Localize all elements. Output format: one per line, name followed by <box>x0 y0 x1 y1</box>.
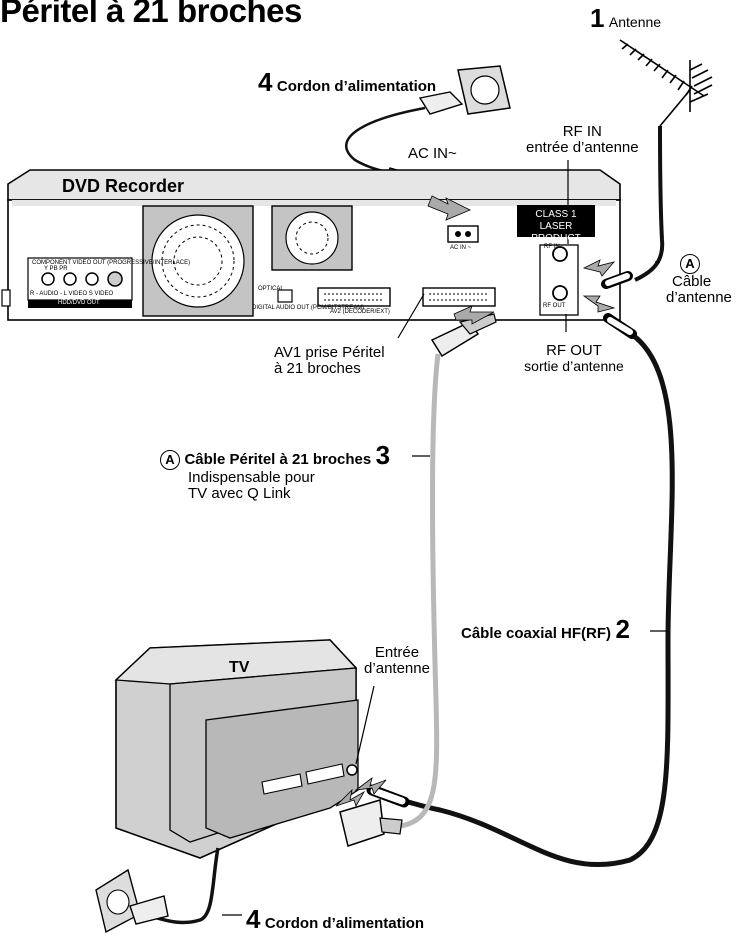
tv-input-line2: d’antenne <box>364 659 430 677</box>
scart-cable-label: A Câble Péritel à 21 broches 3 <box>160 440 391 470</box>
rf-out-title: RF OUT <box>546 342 602 359</box>
coax-cable-title: Câble coaxial HF(RF) <box>461 625 612 642</box>
rf-in-title: RF IN <box>562 123 602 140</box>
tv-antenna-jack <box>346 764 358 776</box>
tv-scart-socket-right <box>305 763 345 785</box>
scart-cable-note: Indispensable pour TV avec Q Link <box>188 470 315 502</box>
antenna-cable-marker: A <box>680 254 700 274</box>
laser-sticker: CLASS 1 LASER PRODUCT <box>517 205 595 244</box>
sticker-line1: CLASS 1 <box>535 209 577 220</box>
power-bottom-label-group: 4 Cordon d’alimentation <box>246 904 425 934</box>
coax-cable-step-number: 2 <box>615 614 630 644</box>
av1-line2: à 21 broches <box>274 359 361 377</box>
rf-out-jack <box>552 285 568 301</box>
out-label: HDD/DVD OUT <box>58 300 100 306</box>
coax-cable-label: Câble coaxial HF(RF) 2 <box>461 614 630 644</box>
wall-socket-bottom-icon <box>95 868 169 934</box>
tv-input-line1: Entrée <box>374 644 420 661</box>
recorder-label: DVD Recorder <box>62 176 185 196</box>
scart-note-line2: TV avec Q Link <box>188 484 291 502</box>
scart-cable-marker: A <box>160 449 180 470</box>
optical-label: OPTICAL <box>258 286 284 292</box>
tv-label: TV <box>229 659 250 676</box>
ac-insert-arrow <box>427 195 471 221</box>
tv-antenna-input-label: Entrée d’antenne <box>357 645 437 677</box>
rf-in-small-label: RF IN <box>544 244 560 250</box>
tv-scart-socket-left <box>261 773 303 795</box>
av1-line1: AV1 prise Péritel <box>274 344 385 361</box>
av1-label: AV1 prise Péritel à 21 broches <box>274 345 385 377</box>
scart-plug-bottom-icon <box>339 799 403 847</box>
av1-scart-socket <box>422 287 496 307</box>
antenna-cable-label: A Câble d’antenne <box>666 254 732 306</box>
component-label: COMPONENT VIDEO OUT (PROGRESSIVE/INTERLA… <box>32 260 191 266</box>
component-jacks-label: Y PB PR <box>44 266 68 272</box>
ac-in-label: AC IN~ <box>408 145 457 162</box>
optical-port <box>277 289 293 303</box>
digital-out-label: DIGITAL AUDIO OUT (PCM/BITSTREAM) <box>252 305 365 311</box>
rf-out-subtitle: sortie d’antenne <box>524 357 624 374</box>
page-title: Péritel à 21 broches <box>0 0 302 29</box>
ac-in-socket <box>447 225 479 243</box>
ac-socket-label: AC IN ~ <box>450 245 472 251</box>
antenna-step-number: 1 <box>590 3 605 33</box>
rf-in-jack <box>552 246 568 262</box>
power-bottom-label: Cordon d’alimentation <box>264 915 425 932</box>
antenna-icon <box>619 39 713 127</box>
scart-cable-step-number: 3 <box>375 440 391 470</box>
rf-in-connector <box>582 259 633 289</box>
rf-out-small-label: RF OUT <box>543 303 566 309</box>
rf-out-connector <box>582 295 637 339</box>
coax-tv-connector <box>366 784 410 808</box>
power-top-step-number: 4 <box>258 67 273 97</box>
coax-cable-line <box>399 334 675 868</box>
antenna-cable-line1: Câble <box>672 273 712 290</box>
rf-out-label: RF OUT sortie d’antenne <box>512 343 636 373</box>
antenna-label-group: 1 Antenne <box>590 3 662 33</box>
scart-insert-arrow <box>453 305 495 325</box>
sticker-line2: LASER PRODUCT <box>531 221 581 244</box>
wall-socket-top-icon <box>418 65 511 115</box>
antenna-label: Antenne <box>608 14 662 30</box>
tv-set <box>114 639 387 859</box>
power-top-label: Cordon d’alimentation <box>276 78 437 95</box>
power-cord-bottom-line <box>149 847 220 925</box>
scart-cable-title: Câble Péritel à 21 broches <box>184 451 372 468</box>
power-bottom-step-number: 4 <box>246 904 261 934</box>
av2-label: AV2 (DECODER/EXT) <box>330 309 390 315</box>
antenna-cable-line2: d’antenne <box>666 288 732 306</box>
audio-jacks-label: R - AUDIO - L VIDEO S VIDEO <box>30 291 114 297</box>
antenna-cable-line <box>634 125 665 282</box>
rf-in-label: RF IN entrée d’antenne <box>526 124 639 156</box>
scart-note-line1: Indispensable pour <box>188 469 315 486</box>
scart-cable-line <box>399 353 441 829</box>
rf-in-subtitle: entrée d’antenne <box>526 138 639 156</box>
power-top-label-group: 4 Cordon d’alimentation <box>258 67 437 97</box>
av2-scart-socket <box>317 287 391 307</box>
